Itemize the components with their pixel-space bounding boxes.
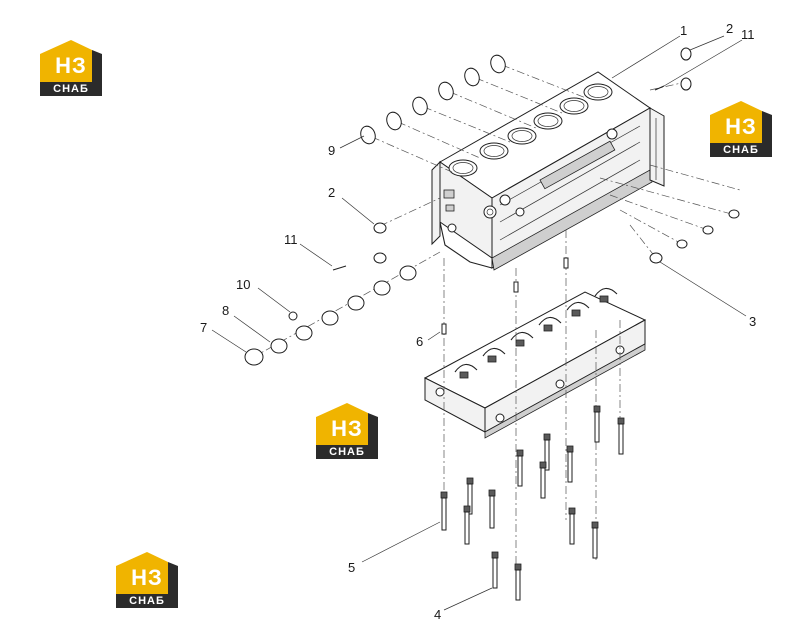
leader-lines xyxy=(211,35,747,611)
callout-numbers: 1 2 11 3 9 2 11 10 8 7 6 5 4 xyxy=(200,21,756,622)
logo-house-icon xyxy=(710,101,772,143)
callout-9: 9 xyxy=(328,143,335,158)
cylinder-block xyxy=(431,71,665,271)
logo-watermark: НЗ СНАБ xyxy=(40,40,102,98)
bearing-bushes xyxy=(244,222,417,366)
logo-watermark: НЗ СНАБ xyxy=(316,403,378,461)
logo-letters: НЗ xyxy=(725,114,757,139)
liner-seal-rings xyxy=(360,54,506,145)
logo-letters: НЗ xyxy=(55,53,87,78)
plugs-right xyxy=(649,47,740,264)
logo-caption: СНАБ xyxy=(316,445,378,459)
callout-4: 4 xyxy=(434,607,441,622)
callout-1: 1 xyxy=(680,23,687,38)
callout-7: 7 xyxy=(200,320,207,335)
bedplate xyxy=(423,287,647,439)
logo-house-icon xyxy=(316,403,378,445)
callout-2-left: 2 xyxy=(328,185,335,200)
logo-caption: СНАБ xyxy=(710,143,772,157)
logo-house-icon xyxy=(116,552,178,594)
callout-2-top: 2 xyxy=(726,21,733,36)
logo-letters: НЗ xyxy=(131,565,163,590)
logo-watermark: НЗ СНАБ xyxy=(710,101,772,159)
logo-letters: НЗ xyxy=(331,416,363,441)
callout-3: 3 xyxy=(749,314,756,329)
logo-caption: СНАБ xyxy=(40,82,102,96)
callout-6: 6 xyxy=(416,334,423,349)
logo-house-icon xyxy=(40,40,102,82)
screw-plug-11-left xyxy=(332,265,347,271)
main-bearing-bolts xyxy=(440,405,625,601)
callout-8: 8 xyxy=(222,303,229,318)
logo-caption: СНАБ xyxy=(116,594,178,608)
callout-10: 10 xyxy=(236,277,250,292)
callout-5: 5 xyxy=(348,560,355,575)
dowel-pins xyxy=(441,257,569,335)
callout-11-left: 11 xyxy=(284,232,298,247)
logo-watermark: НЗ СНАБ xyxy=(116,552,178,610)
callout-11-top: 11 xyxy=(741,27,755,42)
